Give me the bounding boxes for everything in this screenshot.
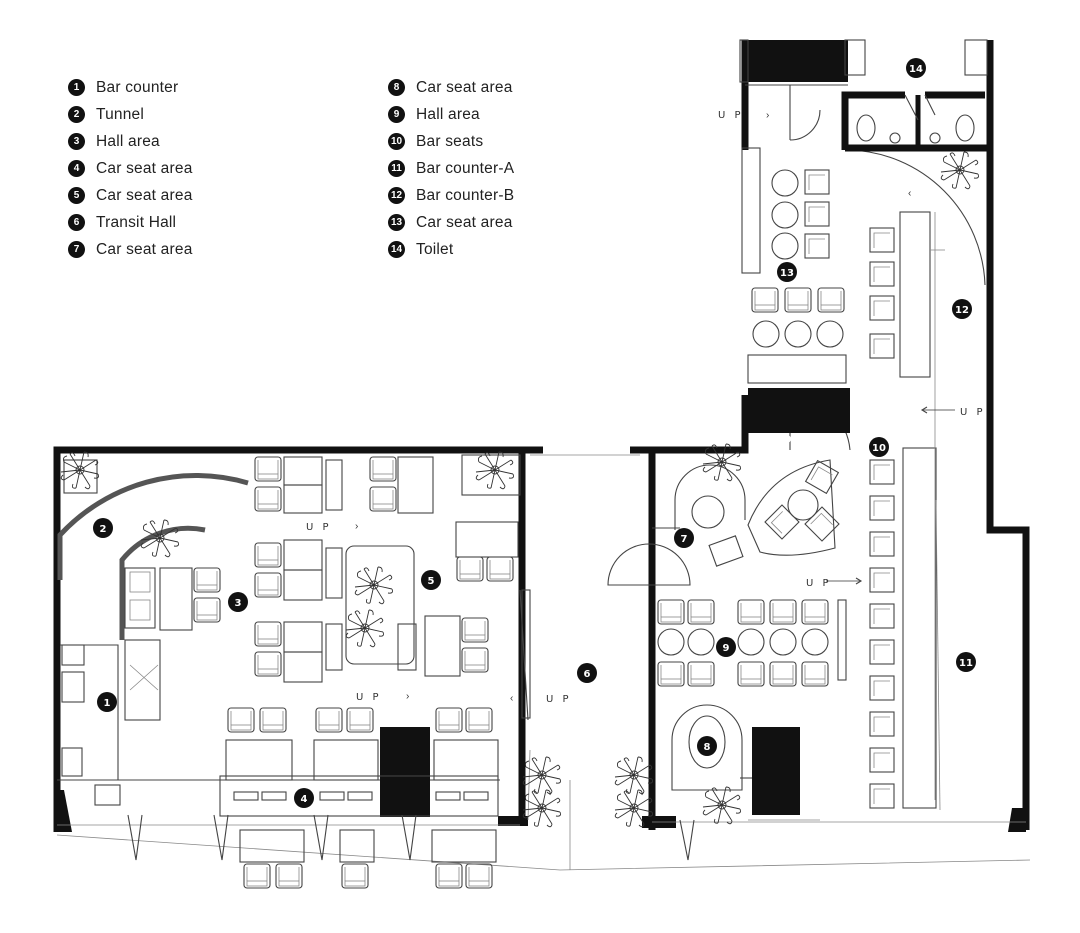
svg-text:›: › xyxy=(766,110,769,121)
badge-3: 3 xyxy=(228,592,248,612)
legend-item: 4 Car seat area xyxy=(68,155,193,182)
up-label: U P xyxy=(356,692,382,703)
legend-item: 7 Car seat area xyxy=(68,236,193,263)
legend-item: 1 Bar counter xyxy=(68,74,193,101)
legend-label: Car seat area xyxy=(96,240,193,258)
svg-text:11: 11 xyxy=(959,658,973,669)
svg-text:12: 12 xyxy=(955,305,969,316)
legend-item: 6 Transit Hall xyxy=(68,209,193,236)
svg-text:4: 4 xyxy=(301,794,308,805)
legend-number: 14 xyxy=(388,241,405,258)
svg-text:‹: ‹ xyxy=(908,188,911,199)
areas-7-9-8 xyxy=(607,459,847,815)
svg-text:13: 13 xyxy=(780,268,794,279)
car-seat-area-4 xyxy=(127,707,695,889)
legend-label: Car seat area xyxy=(416,78,513,96)
svg-text:7: 7 xyxy=(681,534,688,545)
svg-text:‹: ‹ xyxy=(510,693,513,704)
svg-text:›: › xyxy=(355,521,358,532)
badge-1: 1 xyxy=(97,692,117,712)
up-label: U P xyxy=(718,110,744,121)
badge-6: 6 xyxy=(577,663,597,683)
hall-area-3 xyxy=(159,454,521,683)
legend-label: Car seat area xyxy=(96,159,193,177)
legend-number: 10 xyxy=(388,133,405,150)
svg-text:3: 3 xyxy=(235,598,242,609)
legend-number: 9 xyxy=(388,106,405,123)
svg-text:14: 14 xyxy=(909,64,923,75)
legend-label: Hall area xyxy=(416,105,480,123)
badge-2: 2 xyxy=(93,518,113,538)
badge-13: 13 xyxy=(777,262,797,282)
bar-counter-1 xyxy=(57,459,249,806)
badge-7: 7 xyxy=(674,528,694,548)
car-seat-area-13 xyxy=(739,39,850,443)
legend-item: 12 Bar counter-B xyxy=(388,182,514,209)
legend-item: 11 Bar counter-A xyxy=(388,155,514,182)
badge-12: 12 xyxy=(952,299,972,319)
badge-10: 10 xyxy=(869,437,889,457)
svg-text:1: 1 xyxy=(104,698,111,709)
legend-number: 8 xyxy=(388,79,405,96)
badge-14: 14 xyxy=(906,58,926,78)
legend-number: 5 xyxy=(68,187,85,204)
svg-text:9: 9 xyxy=(723,643,730,654)
legend-label: Bar counter-B xyxy=(416,186,515,204)
svg-text:6: 6 xyxy=(584,669,591,680)
up-label: U P xyxy=(806,578,832,589)
badge-8: 8 xyxy=(697,736,717,756)
legend-number: 4 xyxy=(68,160,85,177)
legend-number: 11 xyxy=(388,160,405,177)
legend-label: Car seat area xyxy=(416,213,513,231)
legend-number: 3 xyxy=(68,133,85,150)
legend-label: Bar counter xyxy=(96,78,179,96)
legend-number: 6 xyxy=(68,214,85,231)
up-label: U P xyxy=(306,522,332,533)
legend-item: 10 Bar seats xyxy=(388,128,514,155)
legend-number: 1 xyxy=(68,79,85,96)
legend-number: 13 xyxy=(388,214,405,231)
badge-5: 5 xyxy=(421,570,441,590)
badge-11: 11 xyxy=(956,652,976,672)
legend-label: Car seat area xyxy=(96,186,193,204)
exterior-walls xyxy=(53,40,1030,832)
up-label: U P xyxy=(546,694,572,705)
legend-item: 9 Hall area xyxy=(388,101,514,128)
badge-4: 4 xyxy=(294,788,314,808)
svg-text:10: 10 xyxy=(872,443,886,454)
legend-label: Tunnel xyxy=(96,105,145,123)
legend-label: Bar counter-A xyxy=(416,159,515,177)
legend-label: Transit Hall xyxy=(96,213,177,231)
svg-text:8: 8 xyxy=(704,742,711,753)
svg-text:›: › xyxy=(406,691,409,702)
up-markers: U P › U P › U P ‹ U P U P U P › ‹ xyxy=(306,110,986,705)
area-badges: 1 2 3 4 5 6 7 8 9 10 11 12 13 14 xyxy=(93,58,976,808)
legend-item: 2 Tunnel xyxy=(68,101,193,128)
legend-label: Bar seats xyxy=(416,132,484,150)
up-label: U P xyxy=(960,407,986,418)
svg-text:5: 5 xyxy=(428,576,435,587)
legend-item: 3 Hall area xyxy=(68,128,193,155)
legend-number: 7 xyxy=(68,241,85,258)
legend-item: 8 Car seat area xyxy=(388,74,514,101)
bar-counters-a-b xyxy=(789,149,986,811)
legend-number: 2 xyxy=(68,106,85,123)
toilet-14 xyxy=(841,39,990,152)
badge-9: 9 xyxy=(716,637,736,657)
legend-label: Hall area xyxy=(96,132,160,150)
legend-label: Toilet xyxy=(416,240,454,258)
legend-item: 5 Car seat area xyxy=(68,182,193,209)
legend-number: 12 xyxy=(388,187,405,204)
svg-text:2: 2 xyxy=(100,524,107,535)
legend-item: 13 Car seat area xyxy=(388,209,514,236)
legend-item: 14 Toilet xyxy=(388,236,514,263)
